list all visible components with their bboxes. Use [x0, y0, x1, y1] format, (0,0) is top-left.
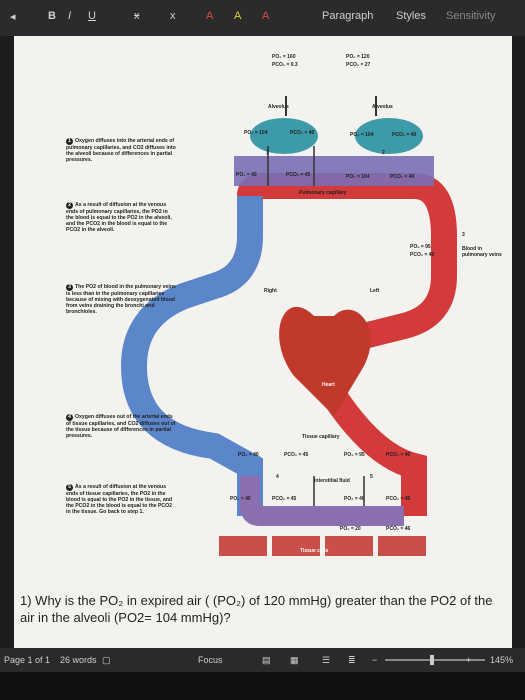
zoom-in-icon[interactable]: + — [466, 655, 471, 665]
tissue-capillary-label: Tissue capillary — [302, 434, 339, 440]
italic-button[interactable]: I — [68, 10, 71, 22]
read-mode-icon[interactable]: ▤ — [262, 655, 271, 666]
t-pco2-40-label: PCO₂ = 40 — [386, 452, 410, 458]
back-icon[interactable]: ◂ — [10, 10, 16, 23]
text-effect-button[interactable]: A — [262, 10, 269, 22]
step-3-badge: 3 — [462, 232, 465, 238]
cap-pco2-45-label: PCO₂ = 45 — [286, 172, 310, 178]
step-number: 3 — [66, 284, 73, 291]
t-pco2-45-label: PCO₂ = 45 — [284, 452, 308, 458]
page-count[interactable]: Page 1 of 1 — [4, 655, 50, 665]
web-layout-icon[interactable]: ☰ — [322, 655, 330, 666]
window-edge — [0, 672, 525, 700]
blood-in-veins-label: Blood in pulmonary veins — [462, 246, 506, 258]
paragraph-menu[interactable]: Paragraph — [322, 10, 373, 22]
underline-button[interactable]: U — [88, 10, 96, 22]
subscript-button[interactable]: x — [170, 10, 176, 22]
focus-button[interactable]: Focus — [198, 655, 223, 665]
step-number: 2 — [66, 202, 73, 209]
pco2-03-label: PCO₂ = 0.3 — [272, 62, 298, 68]
proofing-icon[interactable]: ▢ — [102, 655, 111, 666]
i-po2-40-label: PO₂ = 40 — [230, 496, 251, 502]
cap-pco2-40-label: PCO₂ = 40 — [390, 174, 414, 180]
alveolus-left — [250, 118, 318, 154]
step-number: 1 — [66, 138, 73, 145]
question-text[interactable]: 1) Why is the PO₂ in expired air ( (PO₂)… — [20, 592, 510, 626]
alveolar-po2-label: PO₂ = 104 — [244, 130, 268, 136]
styles-menu[interactable]: Styles — [396, 10, 426, 22]
cell-po2-label: PO₂ = 20 — [340, 526, 361, 532]
cell-pco2-label: PCO₂ = 46 — [386, 526, 410, 532]
venous-tube — [134, 196, 250, 516]
i2-pco2-45-label: PCO₂ = 45 — [386, 496, 410, 502]
alveolar2-pco2-label: PCO₂ = 40 — [392, 132, 416, 138]
pco2-27-label: PCO₂ = 27 — [346, 62, 370, 68]
po2-120-label: PO₂ = 120 — [346, 54, 370, 60]
i2-po2-40-label: PO₂ = 40 — [344, 496, 365, 502]
cap-po2-40-label: PO₂ = 40 — [236, 172, 257, 178]
i-pco2-45-label: PCO₂ = 45 — [272, 496, 296, 502]
pulmonary-capillary-label: Pulmonary capillary — [299, 190, 347, 196]
heart-label: Heart — [322, 382, 335, 388]
highlight-button[interactable]: A — [234, 10, 241, 22]
zoom-out-icon[interactable]: − — [372, 655, 377, 665]
sensitivity-menu[interactable]: Sensitivity — [446, 10, 496, 22]
po2-160-label: PO₂ = 160 — [272, 54, 296, 60]
vein-pco2-label: PCO₂ = 40 — [410, 252, 434, 258]
strikethrough-button[interactable]: x — [134, 10, 140, 22]
step-4-badge: 4 — [276, 474, 279, 480]
step-1-badge: 1 — [266, 150, 269, 156]
pulmonary-capillary-band — [234, 156, 434, 186]
step-5-badge: 5 — [370, 474, 373, 480]
tissue-cell-3 — [325, 536, 373, 556]
t-po2-95-label: PO₂ = 95 — [344, 452, 365, 458]
tissue-cell-1 — [219, 536, 267, 556]
print-layout-icon[interactable]: ▦ — [290, 655, 299, 666]
document-page: PO₂ = 160 PCO₂ = 0.3 PO₂ = 120 PCO₂ = 27… — [14, 36, 512, 660]
alveolar-pco2-label: PCO₂ = 40 — [290, 130, 314, 136]
status-bar: Page 1 of 1 26 words ▢ Focus ▤ ▦ ☰ ≣ − +… — [0, 648, 525, 672]
toolbar: ◂ B I U x x A A A Paragraph Styles Sensi… — [0, 0, 525, 36]
outline-icon[interactable]: ≣ — [348, 655, 356, 666]
t-po2-40-label: PO₂ = 40 — [238, 452, 259, 458]
bold-button[interactable]: B — [48, 10, 56, 22]
tissue-cell-4 — [378, 536, 426, 556]
step-2-badge: 2 — [382, 150, 385, 156]
heart-shape — [279, 307, 370, 416]
left-label: Left — [370, 288, 379, 294]
cap-po2-104-label: PO₂ = 104 — [346, 174, 370, 180]
vein-po2-label: PO₂ = 95 — [410, 244, 431, 250]
alveolus-label-2: Alveolus — [372, 104, 393, 110]
interstitial-label: Interstitial fluid — [314, 478, 350, 484]
zoom-level[interactable]: 145% — [490, 655, 513, 665]
alveolar2-po2-label: PO₂ = 104 — [350, 132, 374, 138]
alveolus-label-1: Alveolus — [268, 104, 289, 110]
word-count[interactable]: 26 words — [60, 655, 97, 665]
tissue-cells-label: Tissue cells — [300, 548, 328, 554]
step-number: 5 — [66, 484, 73, 491]
right-label: Right — [264, 288, 277, 294]
font-color-button[interactable]: A — [206, 10, 213, 22]
step-number: 4 — [66, 414, 73, 421]
zoom-slider-thumb[interactable] — [430, 655, 434, 665]
